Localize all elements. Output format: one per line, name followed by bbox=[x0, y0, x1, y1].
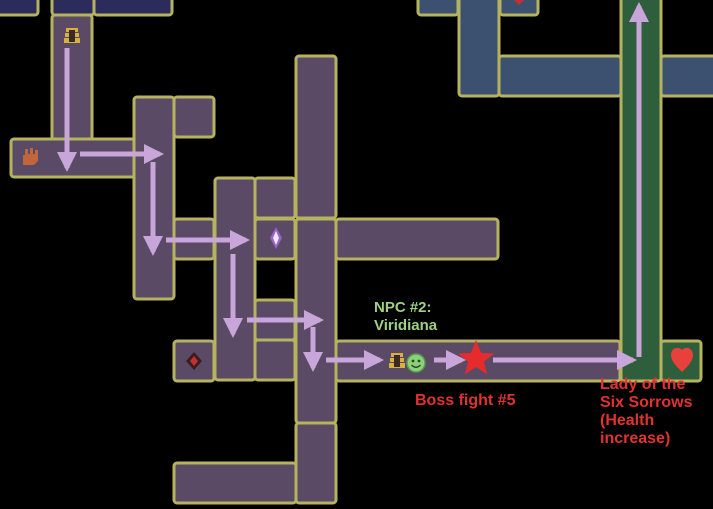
prie-dieu-icon bbox=[389, 353, 405, 368]
smiley-face-icon bbox=[406, 353, 426, 373]
reward-label-line: (Health bbox=[600, 412, 655, 429]
reward-label-line: increase) bbox=[600, 430, 671, 447]
reward-label-line: Six Sorrows bbox=[600, 394, 693, 411]
hand-icon bbox=[23, 148, 38, 165]
reward-label: Lady of the Six Sorrows (Health increase… bbox=[600, 376, 692, 448]
route-arrows bbox=[57, 2, 649, 372]
npc-label: NPC #2: Viridiana bbox=[374, 299, 437, 335]
boss-fight-label: Boss fight #5 bbox=[415, 392, 516, 409]
prie-dieu-icon bbox=[64, 28, 80, 43]
collectible-icon bbox=[514, 0, 524, 5]
heart-icon bbox=[671, 347, 693, 372]
npc-label-line: Viridiana bbox=[374, 317, 438, 334]
top-left-rooms bbox=[0, 0, 174, 17]
red-star-icon bbox=[457, 340, 495, 375]
collectible-icon bbox=[186, 352, 202, 370]
blue-rooms bbox=[416, 0, 713, 98]
npc-label-line: NPC #2: bbox=[374, 299, 432, 316]
reward-label-line: Lady of the bbox=[600, 376, 686, 393]
relic-icon bbox=[270, 227, 282, 249]
